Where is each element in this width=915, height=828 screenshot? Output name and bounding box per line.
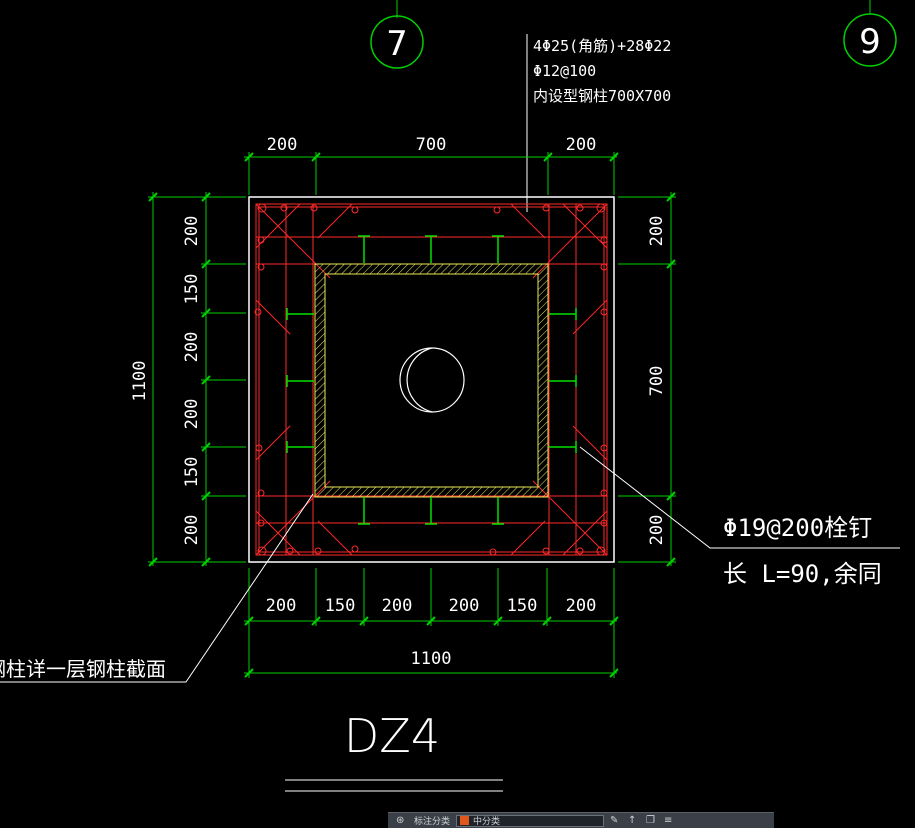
dim-right-3: 200 xyxy=(647,515,667,546)
dim-left-4: 200 xyxy=(182,399,202,430)
dim-left-6: 200 xyxy=(182,515,202,546)
stud-note-leader xyxy=(579,446,900,549)
drawing-title[interactable]: DZ4 xyxy=(344,709,440,763)
rebar-note-line1: 4Φ25(角筋)+28Φ22 xyxy=(533,37,671,55)
dim-top-1: 200 xyxy=(267,135,298,155)
steel-box-section[interactable] xyxy=(314,263,549,498)
brush-icon[interactable]: ✎ xyxy=(610,814,619,826)
stud-note-line2: 长 L=90,余同 xyxy=(723,560,882,588)
dim-left-total: 1100 xyxy=(130,361,150,402)
layer-dropdown-label: 中分类 xyxy=(473,817,501,827)
layer-color-swatch xyxy=(460,816,470,825)
toolbar-label: 标注分类 xyxy=(414,817,451,827)
shear-studs[interactable] xyxy=(286,235,577,525)
center-hole xyxy=(399,347,465,413)
rebar-note[interactable]: 4Φ25(角筋)+28Φ22 Φ12@100 内设型钢柱700X700 xyxy=(533,37,671,105)
dim-bottom-4: 200 xyxy=(449,596,480,616)
column-outline[interactable] xyxy=(248,196,615,563)
dim-bottom-2: 150 xyxy=(325,596,356,616)
section-note-leader xyxy=(0,493,314,683)
dim-left-5: 150 xyxy=(182,457,202,488)
dim-top-3: 200 xyxy=(566,135,597,155)
dim-left-1: 200 xyxy=(182,216,202,247)
layers-icon[interactable]: ≡ xyxy=(664,814,673,826)
rebar-note-line2: Φ12@100 xyxy=(533,62,596,80)
dimension-ticks xyxy=(148,152,676,678)
rebar-note-line3: 内设型钢柱700X700 xyxy=(533,87,671,105)
section-note[interactable]: 钢柱详一层钢柱截面 xyxy=(0,657,166,681)
dim-right-2: 700 xyxy=(647,366,667,397)
cad-toolbar[interactable]: ⊛ 标注分类 中分类 ✎ ↑ ❐ ≡ xyxy=(388,812,774,828)
dim-bottom-5: 150 xyxy=(507,596,538,616)
axis-label-9: 9 xyxy=(859,22,881,62)
stud-note[interactable]: Φ19@200栓钉 长 L=90,余同 xyxy=(723,514,882,588)
dimension-texts: 200 700 200 200 150 200 200 150 200 1100… xyxy=(130,135,667,669)
stud-note-line1: Φ19@200栓钉 xyxy=(723,514,872,542)
grid-axis-7[interactable]: 7 xyxy=(370,0,424,69)
dim-bottom-1: 200 xyxy=(266,596,297,616)
arrow-up-icon[interactable]: ↑ xyxy=(628,814,637,826)
layer-icon[interactable]: ⊛ xyxy=(396,814,405,826)
dim-left-3: 200 xyxy=(182,332,202,363)
axis-label-7: 7 xyxy=(386,24,408,64)
dim-bottom-total: 1100 xyxy=(411,649,452,669)
dim-top-2: 700 xyxy=(416,135,447,155)
dim-bottom-6: 200 xyxy=(566,596,597,616)
dim-bottom-3: 200 xyxy=(382,596,413,616)
layer-dropdown[interactable]: 中分类 xyxy=(456,814,605,827)
copy-icon[interactable]: ❐ xyxy=(646,814,655,826)
grid-axis-9[interactable]: 9 xyxy=(843,0,897,67)
dim-left-2: 150 xyxy=(182,274,202,305)
dim-right-1: 200 xyxy=(647,216,667,247)
